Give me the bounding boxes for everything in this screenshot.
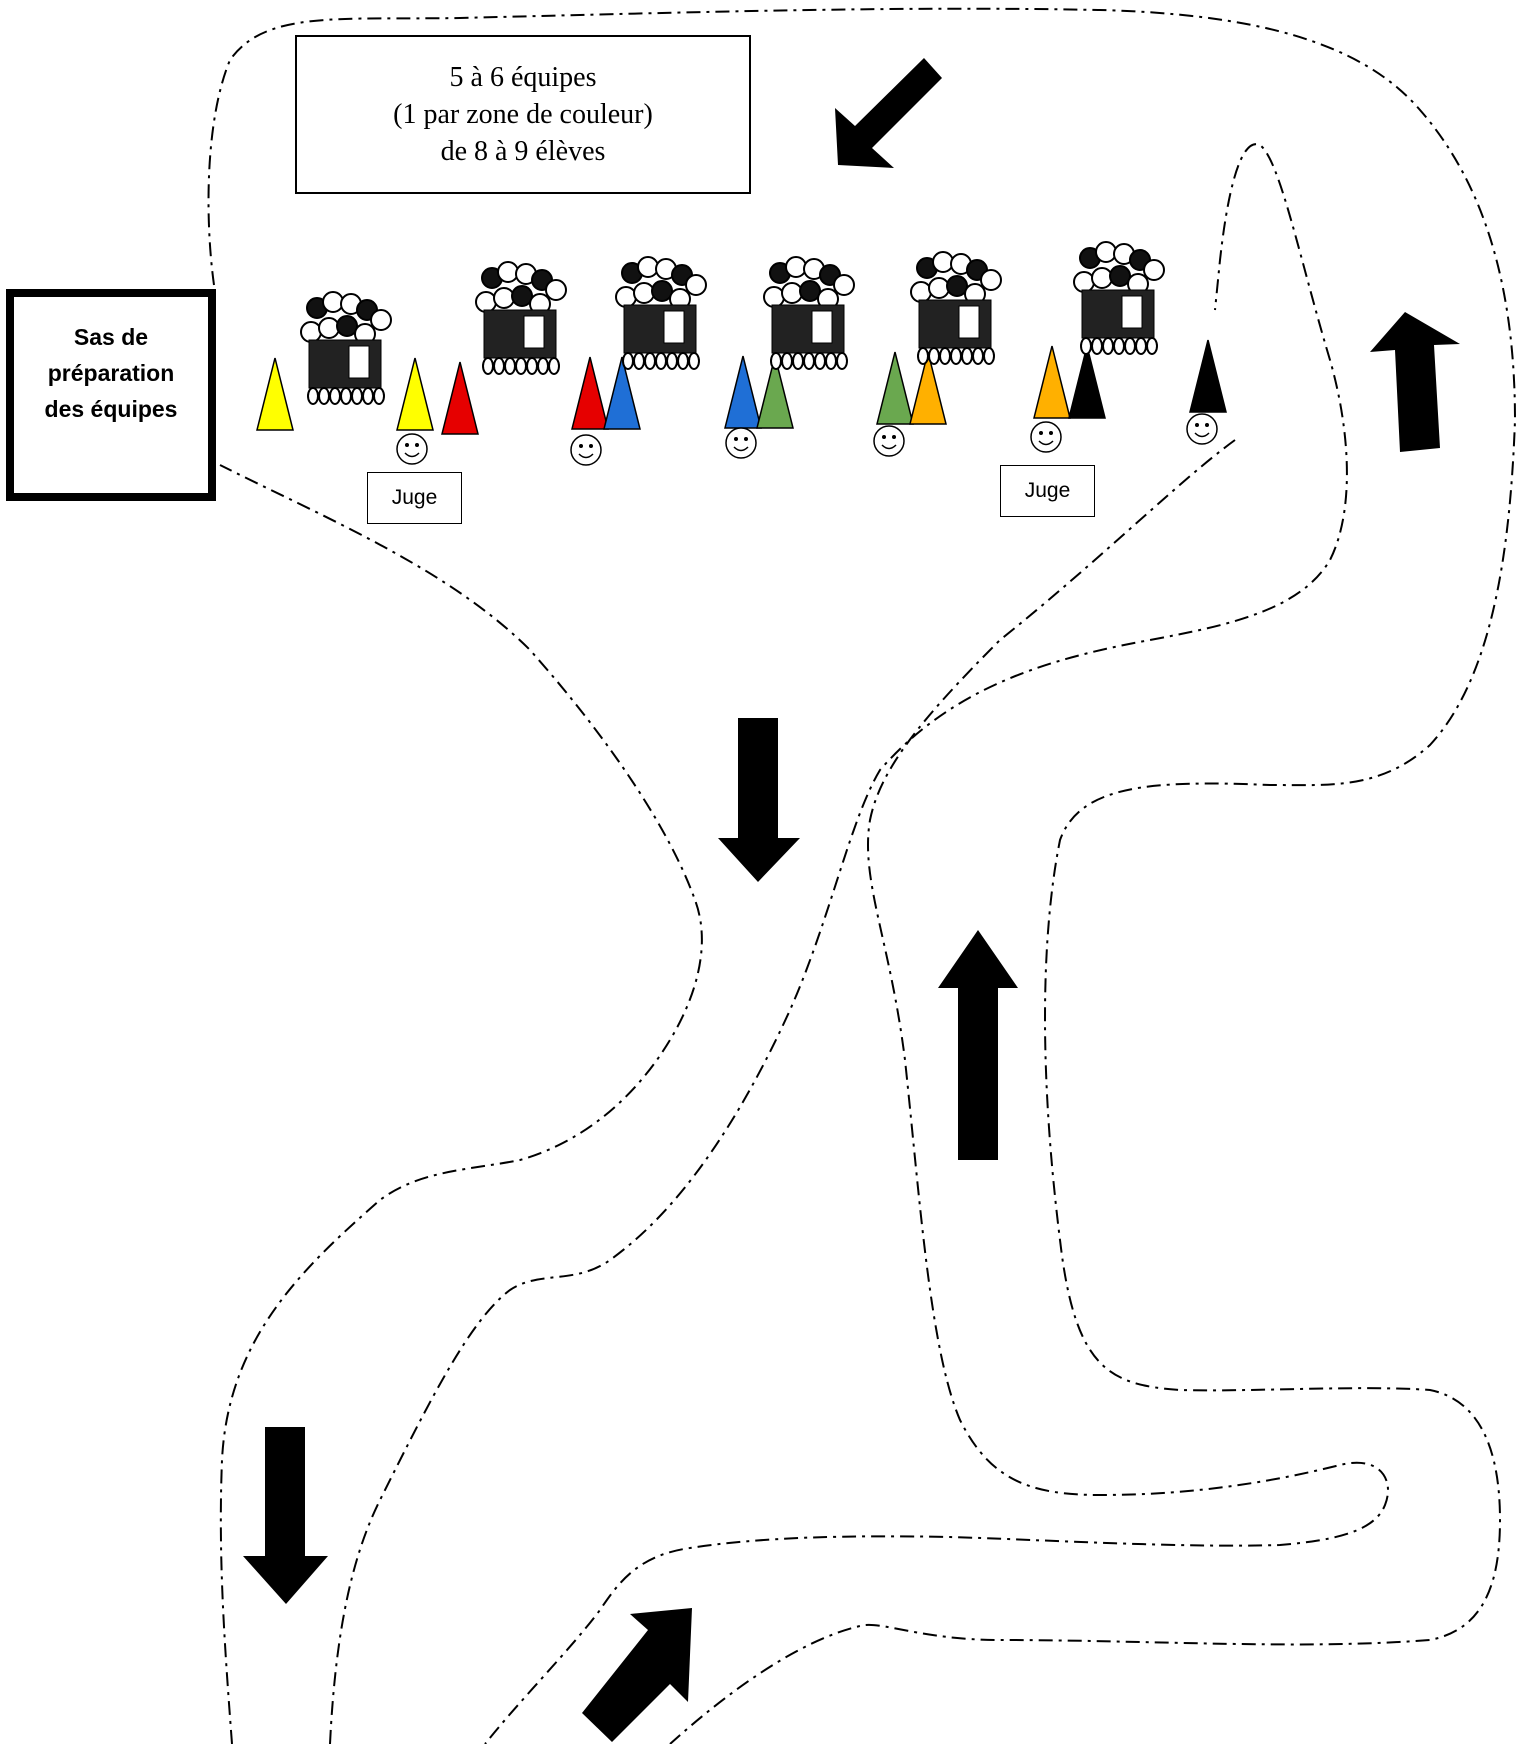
judge-box-2: Juge [1000, 465, 1095, 517]
cone-black [1189, 339, 1227, 413]
team-group-icon [475, 261, 567, 375]
arrow-up-right-icon [582, 1608, 692, 1742]
referee-smiley-icon [1030, 421, 1062, 453]
cones [256, 339, 1227, 435]
cone-blue [724, 355, 762, 429]
team-group-icon [910, 251, 1002, 365]
team-group-icon [615, 256, 707, 370]
info-line-2: (1 par zone de couleur) [393, 99, 653, 130]
team-group-icon [300, 291, 392, 405]
cone-orange [909, 351, 947, 425]
cone-yellow [256, 357, 294, 431]
cone-black [1068, 345, 1106, 419]
judge-label: Juge [391, 486, 438, 509]
judge-box-1: Juge [367, 472, 462, 524]
arrow-down-left-icon [835, 58, 942, 168]
sas-line-2: préparation [47, 360, 175, 386]
info-box: 5 à 6 équipes (1 par zone de couleur) de… [295, 35, 751, 194]
referee-smiley-icon [1186, 413, 1218, 445]
team-group-icon [763, 256, 855, 370]
team-groups [300, 241, 1165, 405]
arrow-up-icon [1370, 312, 1460, 452]
referee-icons [396, 413, 1218, 466]
referee-smiley-icon [396, 433, 428, 465]
sas-line-1: Sas de [73, 324, 149, 350]
course-inner-boundary [329, 143, 1348, 1745]
arrow-down-icon-2 [243, 1427, 328, 1604]
judge-label: Juge [1024, 479, 1071, 502]
sas-line-3: des équipes [44, 396, 178, 422]
cone-green [876, 351, 914, 425]
cone-orange [1033, 345, 1071, 419]
direction-arrows [243, 58, 1460, 1742]
team-group-icon [1073, 241, 1165, 355]
referee-smiley-icon [725, 427, 757, 459]
info-line-3: de 8 à 9 élèves [440, 136, 606, 167]
course-inner-boundary-2 [484, 439, 1389, 1745]
cone-yellow [396, 357, 434, 431]
course-outer-boundary [219, 464, 703, 1745]
referee-smiley-icon [873, 425, 905, 457]
course-outer-boundary-top [207, 7, 1517, 1745]
cone-green [756, 355, 794, 429]
cone-blue [603, 356, 641, 430]
referee-smiley-icon [570, 434, 602, 466]
arrow-down-icon [718, 718, 800, 882]
info-line-1: 5 à 6 équipes [449, 62, 597, 93]
sas-preparation-box: Sas de préparation des équipes [6, 289, 216, 501]
cone-red [571, 356, 609, 430]
cone-red [441, 361, 479, 435]
arrow-up-icon-2 [938, 930, 1018, 1160]
